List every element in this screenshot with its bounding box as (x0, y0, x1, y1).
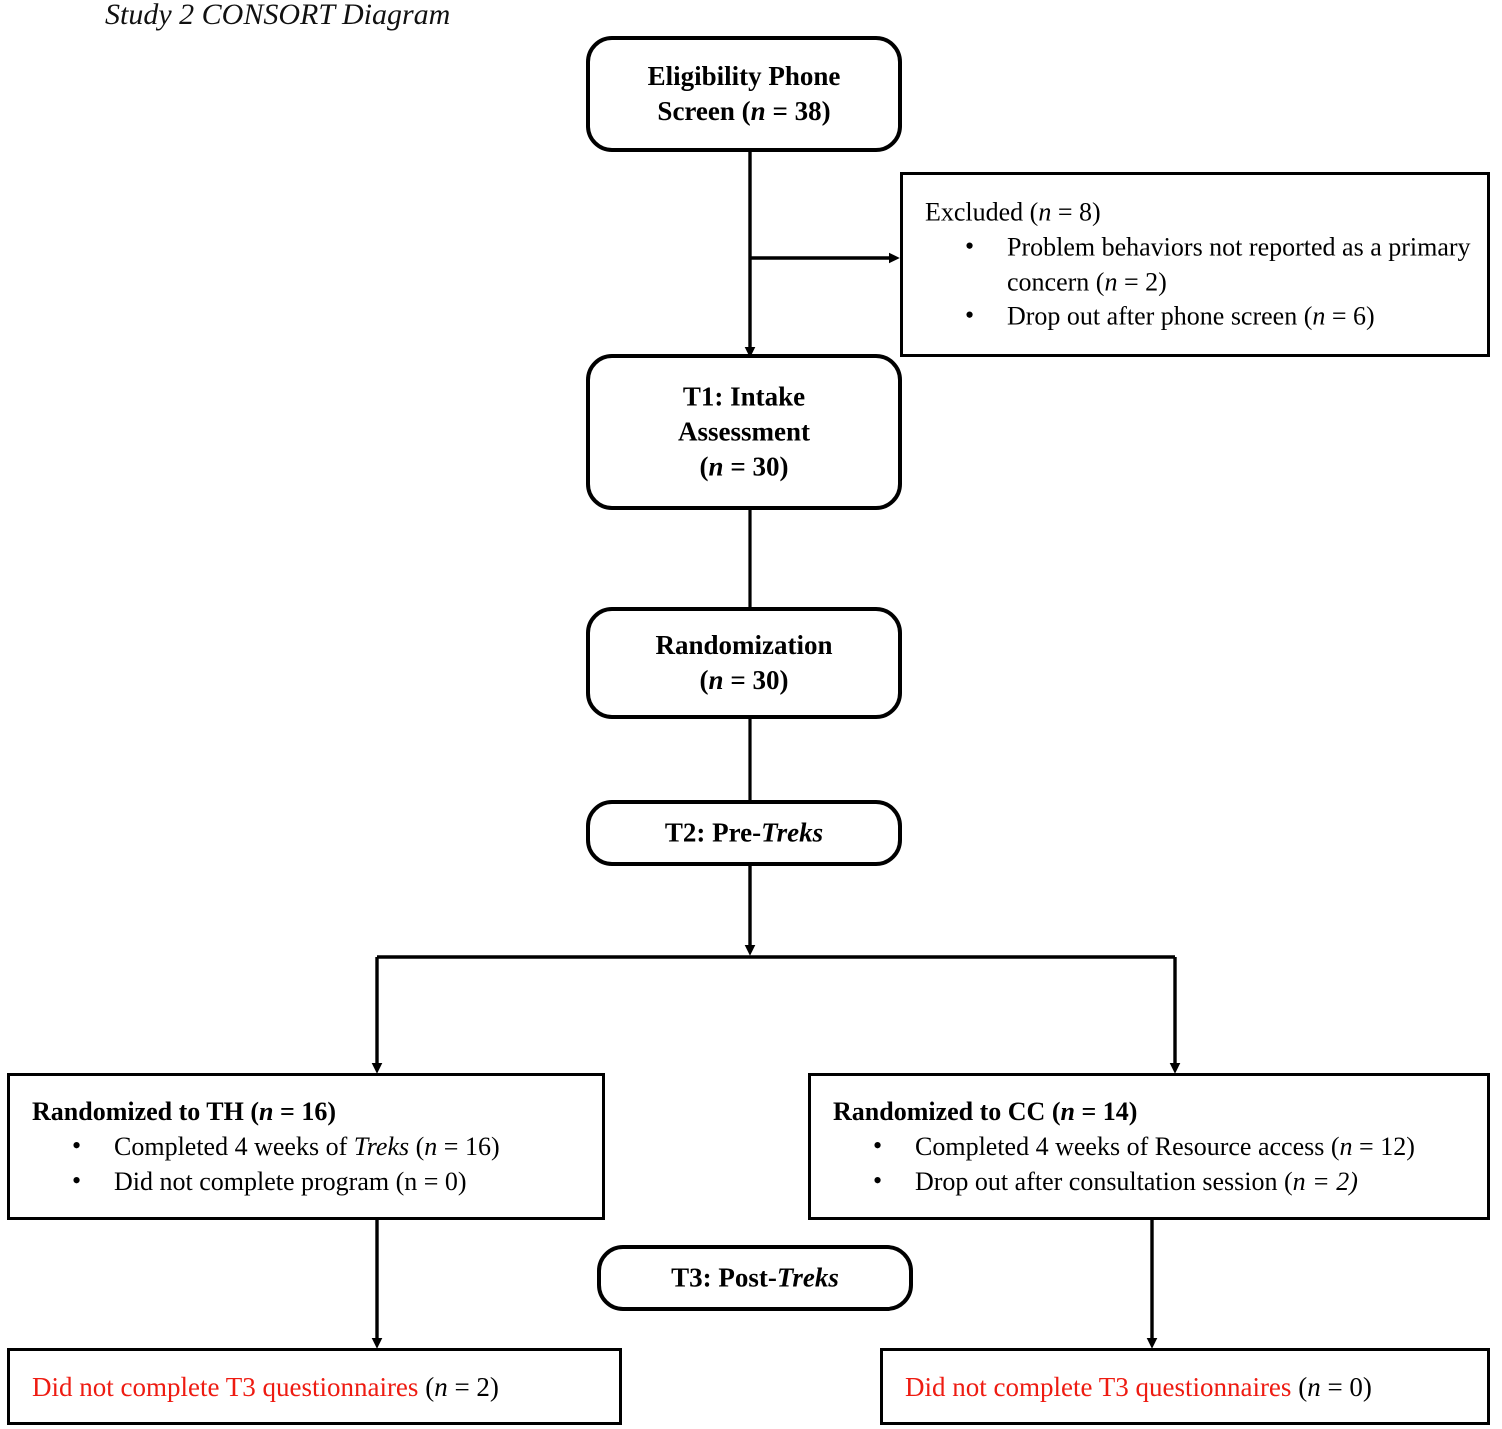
arm-th-header-post: = 16) (273, 1096, 336, 1126)
arm-th-bullet-1-pre: Did not complete program (n = 0) (114, 1166, 467, 1196)
node-attrition-th: Did not complete T3 questionnaires (n = … (7, 1348, 622, 1425)
excluded-header-pre: Excluded ( (925, 197, 1039, 227)
excluded-bullet-1-n: n (1312, 301, 1326, 331)
list-item: Did not complete program (n = 0) (72, 1163, 602, 1198)
arm-cc-bullet-0-pre: Completed 4 weeks of Resource access ( (915, 1132, 1340, 1162)
attrition-th-tail-pre: ( (425, 1371, 435, 1402)
arm-th-header: Randomized to TH (n = 16) (10, 1094, 602, 1128)
randomization-n-symbol: n (708, 665, 724, 695)
arm-cc-bullet-0-n: n (1339, 1132, 1353, 1162)
arm-cc-bullet-1-n: n (1292, 1166, 1306, 1196)
randomization-line-2: (n = 30) (590, 663, 898, 698)
randomization-line-2-post: = 30) (723, 665, 789, 695)
intake-n-symbol: n (708, 451, 724, 482)
arm-cc-bullet-0-post: = 12) (1352, 1132, 1415, 1162)
excluded-n-symbol: n (1038, 197, 1052, 227)
arm-th-header-pre: Randomized to TH ( (32, 1096, 260, 1126)
intake-line-3-post: = 30) (723, 451, 789, 482)
arm-cc-header: Randomized to CC (n = 14) (811, 1094, 1487, 1128)
list-item: Drop out after consultation session (n =… (873, 1163, 1487, 1198)
eligibility-line-2: Screen (n = 38) (590, 94, 898, 129)
post-treks-prefix: T3: Post- (671, 1262, 777, 1293)
pre-treks-label: T2: Pre-Treks (590, 815, 898, 850)
pre-treks-prefix: T2: Pre- (664, 817, 762, 848)
eligibility-line-1: Eligibility Phone (647, 60, 841, 91)
pre-treks-emphasis: Treks (761, 817, 824, 848)
arm-th-bullet-0-pre: Completed 4 weeks of (114, 1132, 354, 1162)
attrition-cc-label: Did not complete T3 questionnaires (905, 1371, 1299, 1402)
arm-cc-header-pre: Randomized to CC ( (833, 1096, 1061, 1126)
intake-line-3: (n = 30) (590, 450, 898, 485)
eligibility-line-2-pre: Screen ( (657, 96, 751, 126)
diagram-title-text: Study 2 CONSORT Diagram (105, 0, 451, 31)
excluded-bullet-1-pre: Drop out after phone screen ( (1007, 301, 1313, 331)
attrition-cc-text: Did not complete T3 questionnaires (n = … (883, 1370, 1487, 1402)
node-arm-treatment-th: Randomized to TH (n = 16) Completed 4 we… (7, 1073, 605, 1220)
arm-cc-bullet-1-post: = 2) (1305, 1166, 1358, 1196)
arm-cc-bullet-list: Completed 4 weeks of Resource access (n … (811, 1129, 1487, 1199)
node-arm-control-cc: Randomized to CC (n = 14) Completed 4 we… (808, 1073, 1490, 1220)
node-t1-intake-assessment: T1: Intake Assessment (n = 30) (586, 354, 902, 510)
attrition-th-label: Did not complete T3 questionnaires (32, 1371, 426, 1402)
attrition-cc-tail-pre: ( (1298, 1371, 1308, 1402)
arm-cc-bullet-1-pre: Drop out after consultation session ( (915, 1166, 1293, 1196)
arm-th-bullet-0-mid: ( (409, 1132, 425, 1162)
excluded-bullet-0-post: = 2) (1117, 267, 1167, 297)
excluded-bullet-list: Problem behaviors not reported as a prim… (903, 230, 1487, 334)
arm-cc-header-post: = 14) (1074, 1096, 1138, 1126)
list-item: Completed 4 weeks of Treks (n = 16) (72, 1129, 602, 1164)
node-t2-pre-treks: T2: Pre-Treks (586, 800, 902, 866)
randomization-line-1: Randomization (655, 629, 833, 660)
post-treks-label: T3: Post-Treks (601, 1260, 909, 1295)
excluded-header: Excluded (n = 8) (903, 195, 1487, 229)
diagram-title: Study 2 CONSORT Diagram (105, 0, 450, 32)
excluded-bullet-0-pre: Problem behaviors not reported as a prim… (1007, 232, 1471, 297)
node-randomization: Randomization (n = 30) (586, 607, 902, 719)
post-treks-emphasis: Treks (776, 1262, 839, 1293)
node-eligibility-phone-screen: Eligibility Phone Screen (n = 38) (586, 36, 902, 152)
intake-line-2: Assessment (678, 416, 810, 447)
node-attrition-cc: Did not complete T3 questionnaires (n = … (880, 1348, 1490, 1425)
attrition-th-n-symbol: n (434, 1371, 448, 1402)
randomization-line-2-pre: ( (699, 665, 709, 695)
excluded-bullet-0-n: n (1104, 267, 1118, 297)
arm-th-bullet-list: Completed 4 weeks of Treks (n = 16) Did … (10, 1129, 602, 1199)
attrition-th-tail-post: = 2) (447, 1371, 499, 1402)
node-t3-post-treks: T3: Post-Treks (597, 1245, 913, 1311)
arm-th-bullet-0-n: n (424, 1132, 438, 1162)
attrition-cc-n-symbol: n (1307, 1371, 1321, 1402)
arm-th-n-symbol: n (259, 1096, 274, 1126)
intake-line-1: T1: Intake (682, 381, 806, 412)
list-item: Completed 4 weeks of Resource access (n … (873, 1129, 1487, 1164)
attrition-th-text: Did not complete T3 questionnaires (n = … (10, 1370, 619, 1402)
arm-th-bullet-0-post: = 16) (437, 1132, 500, 1162)
arm-th-bullet-0-emphasis: Treks (353, 1132, 410, 1162)
excluded-header-post: = 8) (1051, 197, 1101, 227)
attrition-cc-tail-post: = 0) (1320, 1371, 1372, 1402)
intake-line-3-pre: ( (699, 451, 709, 482)
excluded-bullet-1-post: = 6) (1325, 301, 1375, 331)
eligibility-line-2-post: = 38) (765, 96, 831, 126)
list-item: Problem behaviors not reported as a prim… (965, 230, 1487, 300)
eligibility-n-symbol: n (750, 96, 766, 126)
node-excluded: Excluded (n = 8) Problem behaviors not r… (900, 172, 1490, 357)
arm-cc-n-symbol: n (1060, 1096, 1075, 1126)
list-item: Drop out after phone screen (n = 6) (965, 299, 1487, 334)
